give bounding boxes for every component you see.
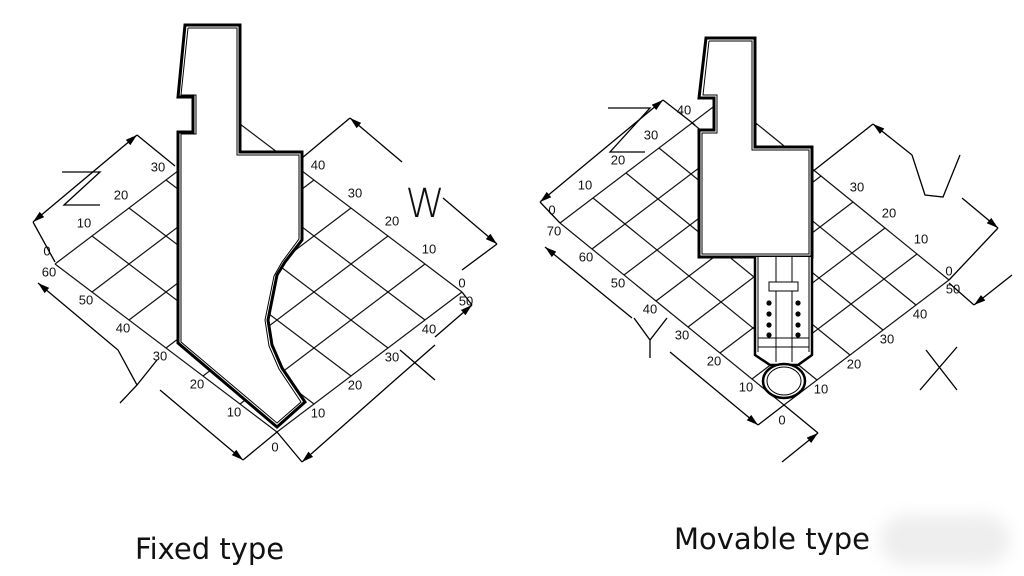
w-dimension-line-lower [961, 197, 999, 229]
scale-label-lower-right: 50 [946, 281, 960, 296]
watermark-blur [880, 515, 1010, 565]
fixed-type-caption: Fixed type [135, 532, 285, 566]
z-extension-lines [539, 99, 696, 224]
w-axis-letter-icon [811, 123, 961, 198]
scale-label-upper-left: 30 [151, 159, 165, 174]
w-dimension-line [349, 117, 403, 163]
x-extension-line [783, 404, 819, 434]
scale-label-upper-right: 10 [914, 231, 928, 246]
grid-line-v [276, 291, 463, 433]
w-dimension-line [872, 123, 913, 156]
scale-label-upper-right: 20 [882, 205, 896, 220]
scale-label-lower-right: 10 [311, 405, 325, 420]
scale-label-lower-right: 40 [422, 321, 436, 336]
w-dimension-line-lower [442, 197, 498, 245]
movable-dimension-lines [539, 99, 1013, 463]
ball-tip [761, 362, 807, 400]
fixed-scale-labels: 10 20 30 40 50 60 0 10 20 30 0 10 20 30 40 50 0 10 20 30 40 [42, 157, 473, 454]
scale-label-lower-left: 30 [675, 327, 689, 342]
scale-label-lower-right: 10 [814, 381, 828, 396]
scale-label-lower-right: 20 [847, 356, 861, 371]
w-extension-line-lower [948, 227, 999, 281]
scale-label-lower-left: 50 [79, 292, 93, 307]
scale-label-upper-left: 10 [578, 177, 592, 192]
y-extension-line [757, 404, 785, 426]
scale-label-lower-right: 0 [271, 439, 278, 454]
w-axis-letter: W [405, 181, 445, 227]
grid-line-u [559, 222, 785, 406]
scale-label-upper-right: 10 [422, 241, 436, 256]
w-extension-line [301, 117, 351, 159]
y-dimension-line-lower [669, 351, 759, 426]
x-dimension-line [434, 304, 473, 338]
x-dimension-line [973, 274, 1013, 306]
grid-line-v [783, 279, 950, 406]
scale-label-upper-right: 0 [945, 263, 952, 278]
scale-label-lower-left: 60 [579, 249, 593, 264]
scale-label-upper-right: 20 [385, 213, 399, 228]
y-extension-line [242, 431, 278, 461]
y-axis-letter-icon [633, 317, 668, 358]
scale-label-upper-left: 30 [644, 127, 658, 142]
scale-label-lower-right: 40 [913, 306, 927, 321]
y-dimension-line-lower [159, 389, 244, 461]
fixed-type-diagram: 102030405060010203001020304050010203040 … [32, 23, 498, 463]
x-extension-line [276, 431, 303, 463]
w-extension-line-lower [461, 243, 498, 271]
z-axis-letter-icon [62, 171, 102, 206]
scale-label-lower-left: 40 [643, 301, 657, 316]
scale-label-lower-left: 40 [116, 320, 130, 335]
scale-label-upper-left: 0 [548, 202, 555, 217]
movable-punch-tool [697, 36, 814, 400]
z-dimension-line [32, 134, 138, 223]
scale-label-lower-left: 60 [42, 264, 56, 279]
scale-label-lower-right: 20 [348, 377, 362, 392]
scale-label-lower-left: 50 [611, 275, 625, 290]
movable-type-diagram: 10 20 30 40 50 60 70 0 10 20 30 40 0 10 20 30 40 50 0 10 20 3… [539, 36, 1013, 463]
grid-line-u [724, 97, 950, 281]
z-extension-lines [32, 134, 176, 263]
scale-label-lower-left: 30 [153, 348, 167, 363]
x-axis-letter-icon [919, 282, 975, 391]
scale-label-lower-left: 20 [190, 376, 204, 391]
fixed-dimension-lines [32, 117, 498, 463]
scale-label-upper-left: 10 [77, 215, 91, 230]
scale-label-lower-right: 30 [880, 331, 894, 346]
scale-label-upper-right: 0 [458, 275, 465, 290]
y-dimension-line [37, 282, 138, 404]
scale-label-upper-left: 40 [677, 102, 691, 117]
y-dimension-line [544, 246, 633, 319]
scale-label-upper-right: 30 [348, 185, 362, 200]
scale-label-lower-left: 20 [707, 353, 721, 368]
scale-label-lower-right: 30 [385, 349, 399, 364]
scale-label-upper-left: 0 [43, 243, 50, 258]
scale-label-lower-right: 50 [459, 293, 473, 308]
y-axis-letter-icon [136, 359, 158, 386]
scale-label-lower-left: 10 [739, 379, 753, 394]
spring-coil-icon [766, 300, 801, 338]
scale-label-upper-right: 30 [850, 179, 864, 194]
x-dimension-line-lower [301, 379, 396, 463]
movable-type-caption: Movable type [674, 522, 871, 556]
x-extension-lines [394, 291, 473, 381]
fixed-punch-tool [176, 23, 307, 429]
z-axis-letter-icon [608, 107, 652, 153]
x-dimension-line-lower [781, 432, 819, 463]
scale-label-lower-left: 10 [227, 404, 241, 419]
scale-label-upper-right: 40 [311, 157, 325, 172]
spring-plunger [753, 257, 814, 400]
z-dimension-line [539, 99, 664, 203]
scale-label-upper-left: 20 [611, 152, 625, 167]
scale-label-lower-left: 70 [547, 223, 561, 238]
scale-label-upper-left: 20 [114, 187, 128, 202]
scale-label-lower-right: 0 [778, 412, 785, 427]
